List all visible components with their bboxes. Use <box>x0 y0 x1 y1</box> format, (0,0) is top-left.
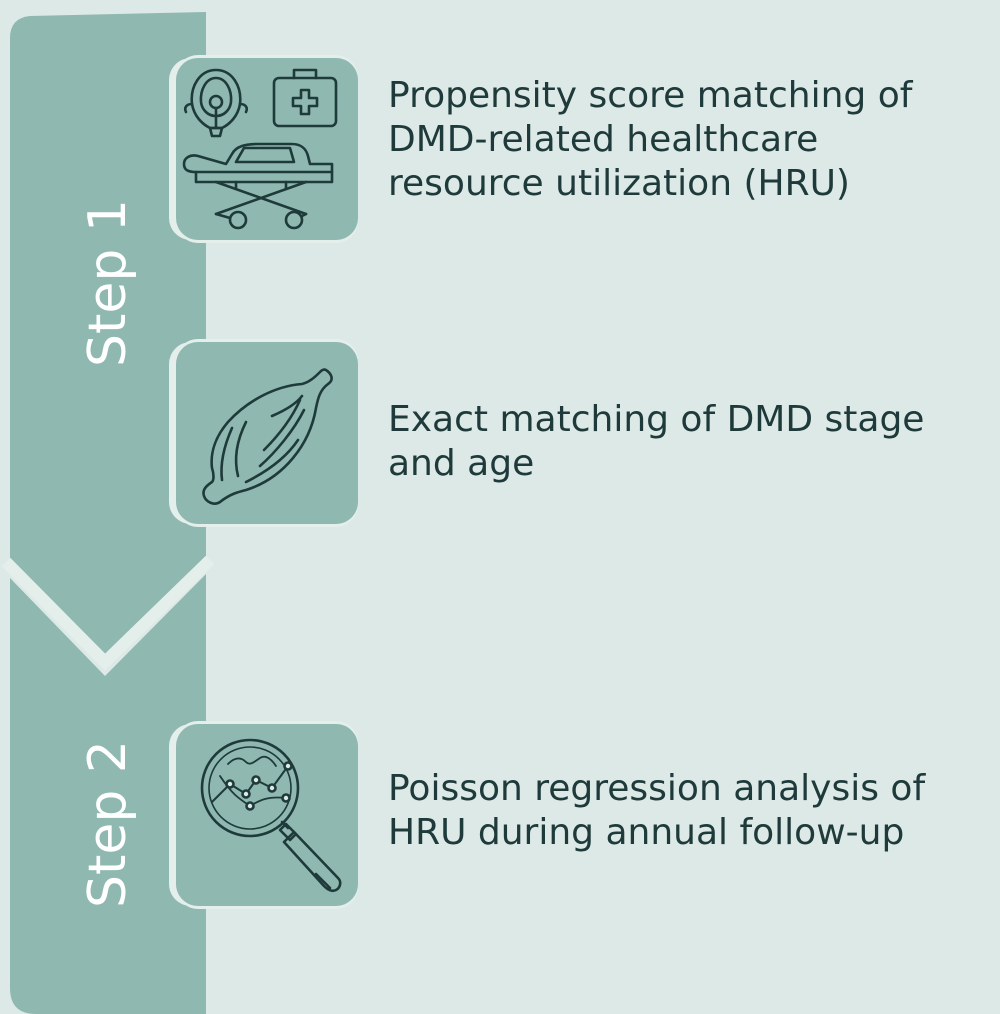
item-1-line-3: resource utilization (HRU) <box>388 163 850 204</box>
step-separator <box>1 555 215 671</box>
item-1-line-1: Propensity score matching of <box>388 75 913 116</box>
item-3-description: Poisson regression analysis of HRU durin… <box>388 767 925 855</box>
muscle-icon <box>202 368 333 505</box>
step2-band <box>10 574 206 1014</box>
item-3-line-2: HRU during annual follow-up <box>388 812 905 853</box>
item-3-line-1: Poisson regression analysis of <box>388 768 926 809</box>
magnifier-chart-icon <box>200 738 342 893</box>
hospital-equipment-icon <box>182 68 338 230</box>
item-2-description: Exact matching of DMD stage and age <box>388 398 924 486</box>
item-1-line-2: DMD-related healthcare <box>388 119 819 160</box>
step-2-label: Step 2 <box>78 739 138 909</box>
item-2-line-1: Exact matching of DMD stage <box>388 399 925 440</box>
item-2-line-2: and age <box>388 443 535 484</box>
hospital-equipment-icon-box <box>176 58 358 240</box>
step-1-label: Step 1 <box>78 198 138 368</box>
step1-band <box>10 12 206 665</box>
magnifier-chart-icon-box <box>176 724 358 906</box>
item-1-description: Propensity score matching of DMD-related… <box>388 74 912 206</box>
muscle-icon-box <box>176 342 358 524</box>
